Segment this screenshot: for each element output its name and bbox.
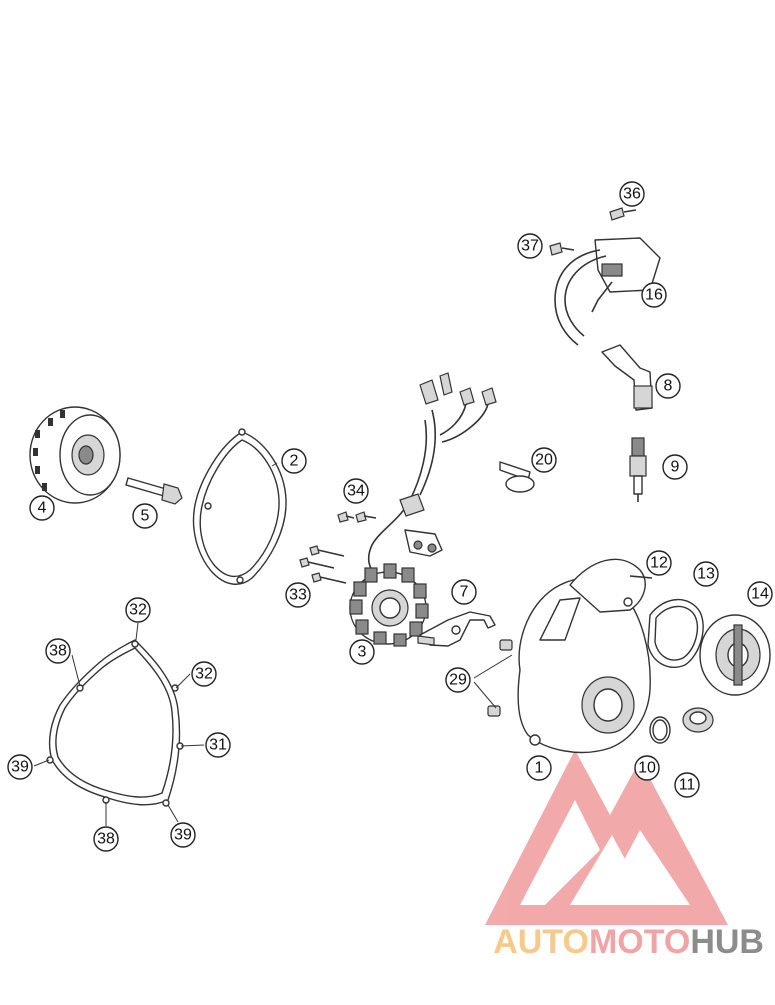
watermark-hub: HUB <box>690 923 764 961</box>
svg-text:8: 8 <box>664 378 673 395</box>
callout-37: 37 <box>517 233 543 259</box>
svg-text:14: 14 <box>751 586 769 603</box>
stator-with-wiring <box>349 372 497 647</box>
callout-32-top: 32 <box>125 597 151 623</box>
callout-12: 12 <box>646 550 672 576</box>
svg-text:39: 39 <box>11 759 29 776</box>
svg-text:12: 12 <box>650 555 668 572</box>
callout-8: 8 <box>655 373 681 399</box>
svg-text:32: 32 <box>129 602 147 619</box>
svg-text:33: 33 <box>289 587 307 604</box>
svg-text:10: 10 <box>638 760 656 777</box>
callout-7: 7 <box>451 579 477 605</box>
stator-screws <box>299 511 377 584</box>
rotor-bolt <box>125 477 183 505</box>
svg-text:11: 11 <box>679 777 696 794</box>
svg-text:38: 38 <box>97 831 115 848</box>
callout-38-bottom: 38 <box>93 826 119 852</box>
watermark-text: AUTOMOTOHUB <box>493 923 764 961</box>
leader-lines <box>33 462 513 826</box>
dowel-pins <box>487 639 513 717</box>
wire-bracket <box>417 611 496 647</box>
callout-32-right: 32 <box>191 661 217 687</box>
callout-36: 36 <box>619 181 645 207</box>
callout-2: 2 <box>281 448 307 474</box>
callout-11: 11 <box>674 772 700 798</box>
callout-14: 14 <box>747 581 773 607</box>
svg-text:32: 32 <box>195 666 213 683</box>
cover-gasket-large <box>46 639 184 807</box>
watermark-auto: AUTO <box>493 923 589 961</box>
callout-31: 31 <box>205 732 231 758</box>
svg-text:38: 38 <box>49 643 67 660</box>
spark-plug-cap <box>601 344 653 411</box>
ignition-cover <box>517 558 653 754</box>
callout-29: 29 <box>445 667 471 693</box>
callout-3: 3 <box>349 639 375 665</box>
callout-4: 4 <box>29 495 55 521</box>
svg-text:4: 4 <box>38 500 47 517</box>
svg-text:34: 34 <box>347 483 365 500</box>
callout-39-bottom: 39 <box>170 822 196 848</box>
callout-9: 9 <box>662 454 688 480</box>
callout-38-left: 38 <box>45 638 71 664</box>
callout-1: 1 <box>526 755 552 781</box>
cover-plug <box>682 707 714 733</box>
o-ring <box>649 716 671 744</box>
svg-text:3: 3 <box>358 644 367 661</box>
svg-text:37: 37 <box>521 238 539 255</box>
svg-text:39: 39 <box>174 827 192 844</box>
flywheel-rotor <box>29 406 121 504</box>
watermark-logo <box>485 750 728 925</box>
svg-text:31: 31 <box>209 737 227 754</box>
callout-34: 34 <box>343 478 369 504</box>
svg-text:36: 36 <box>623 186 641 203</box>
cover-gasket <box>192 428 287 585</box>
callout-5: 5 <box>132 503 158 529</box>
svg-text:9: 9 <box>671 459 680 476</box>
watermark-moto: MOTO <box>589 923 690 961</box>
callout-33: 33 <box>285 582 311 608</box>
callouts: 36 37 16 8 9 20 2 4 5 34 33 3 7 12 13 14… <box>7 181 773 852</box>
svg-text:5: 5 <box>141 508 150 525</box>
callout-13: 13 <box>693 561 719 587</box>
svg-text:7: 7 <box>460 584 469 601</box>
svg-text:1: 1 <box>535 760 544 777</box>
ignition-coil <box>549 207 661 346</box>
spark-plug <box>629 437 647 502</box>
inspection-gasket <box>647 598 704 668</box>
svg-text:20: 20 <box>535 452 553 469</box>
svg-text:13: 13 <box>697 566 715 583</box>
callout-10: 10 <box>634 755 660 781</box>
svg-text:2: 2 <box>290 453 299 470</box>
svg-text:16: 16 <box>645 287 663 304</box>
callout-16: 16 <box>641 282 667 308</box>
inspection-cover <box>699 614 771 696</box>
svg-text:29: 29 <box>449 672 467 689</box>
callout-20: 20 <box>531 447 557 473</box>
cable-tie <box>499 461 535 493</box>
callout-39-left: 39 <box>7 754 33 780</box>
